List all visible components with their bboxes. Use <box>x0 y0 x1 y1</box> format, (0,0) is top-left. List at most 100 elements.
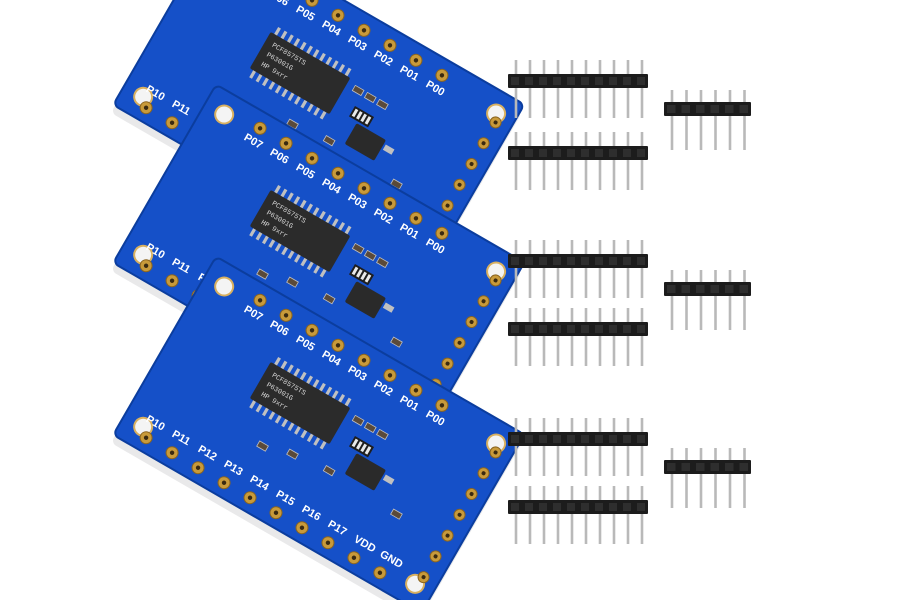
header-pin <box>570 60 574 118</box>
header-segment <box>696 463 705 471</box>
header-pin <box>514 486 518 544</box>
chip-leg <box>306 375 313 384</box>
chip-leg <box>299 41 307 51</box>
header-segment <box>623 257 631 265</box>
pad-hole <box>387 201 393 206</box>
pad-hole <box>309 0 315 3</box>
header-segment <box>525 149 533 157</box>
header-pin <box>528 418 532 476</box>
header-segment <box>511 503 519 511</box>
pad-hole <box>273 510 279 515</box>
smd-component <box>286 448 299 460</box>
pad-hole <box>361 28 367 33</box>
header-segment <box>595 503 603 511</box>
chip-leg <box>306 261 314 271</box>
smd-component <box>322 135 336 147</box>
header-pin <box>542 418 546 476</box>
header-segment <box>595 149 603 157</box>
chip-leg <box>280 30 288 40</box>
chip-leg <box>280 188 288 198</box>
header-pin <box>640 308 644 366</box>
header-pin <box>640 132 644 190</box>
chip-leg <box>255 403 263 413</box>
header-pin <box>612 240 616 298</box>
chip-leg <box>338 63 346 73</box>
pad-hole <box>413 216 419 221</box>
smd-component <box>363 91 377 104</box>
header-pin <box>714 448 717 508</box>
header-pin <box>570 486 574 544</box>
chip-leg <box>294 96 301 105</box>
header-segment <box>539 149 547 157</box>
chip-leg <box>325 56 333 66</box>
pad-hole <box>469 162 474 167</box>
chip-leg <box>319 268 327 278</box>
header-segment <box>525 77 533 85</box>
pad-hole <box>325 540 331 545</box>
smd-component <box>376 256 389 269</box>
header-pin <box>699 448 703 508</box>
chip-leg <box>274 184 281 194</box>
pin-header <box>664 448 751 508</box>
chip-leg <box>319 52 326 62</box>
header-pin <box>528 308 532 366</box>
header-segment <box>511 257 519 265</box>
pad-hole <box>445 361 450 366</box>
chip-leg <box>331 218 339 227</box>
smd-component <box>256 268 269 280</box>
pad-hole <box>413 58 419 63</box>
header-segment <box>511 435 519 443</box>
header-segment <box>511 149 519 157</box>
array-contact <box>356 269 363 278</box>
chip-leg <box>338 393 346 403</box>
pad-hole <box>387 373 393 378</box>
header-segment <box>623 77 631 85</box>
header-segment <box>553 149 561 157</box>
array-contact <box>356 111 363 120</box>
chip-leg <box>300 429 308 439</box>
pad-hole <box>283 141 289 146</box>
chip-leg <box>255 231 263 241</box>
header-pin <box>626 308 630 366</box>
pad-hole <box>335 13 341 18</box>
pad-hole <box>143 435 149 440</box>
mounting-hole <box>214 276 235 297</box>
chip-leg <box>344 225 352 235</box>
pad-hole <box>143 105 149 110</box>
header-segment <box>710 285 719 293</box>
header-segment <box>581 257 589 265</box>
chip-leg <box>281 246 288 256</box>
header-pin <box>699 90 703 150</box>
chip-leg <box>286 34 294 43</box>
chip-leg <box>313 107 321 116</box>
header-segment <box>725 285 734 293</box>
chip-leg <box>319 440 327 450</box>
header-pin <box>570 132 574 190</box>
pad-hole <box>439 231 445 236</box>
array-contact <box>364 274 372 283</box>
pin-header <box>508 418 648 476</box>
header-segment <box>511 325 519 333</box>
header-segment <box>581 77 589 85</box>
chip-leg <box>274 415 282 424</box>
header-pin <box>640 418 644 476</box>
chip-leg <box>287 422 295 431</box>
header-pin <box>584 418 588 476</box>
smd-component <box>390 508 403 520</box>
pad-hole <box>169 120 175 125</box>
regulator-tab <box>382 474 395 485</box>
header-pin <box>626 240 630 298</box>
header-segment <box>637 435 645 443</box>
pad-hole <box>457 512 462 517</box>
header-pin <box>728 90 732 150</box>
header-pin <box>598 418 602 476</box>
header-pin <box>743 448 746 508</box>
pin-header <box>508 60 648 118</box>
smd-component <box>363 249 377 262</box>
header-pin <box>598 308 602 366</box>
array-contact <box>351 266 359 276</box>
chip-leg <box>261 407 269 417</box>
chip-body <box>250 190 350 272</box>
